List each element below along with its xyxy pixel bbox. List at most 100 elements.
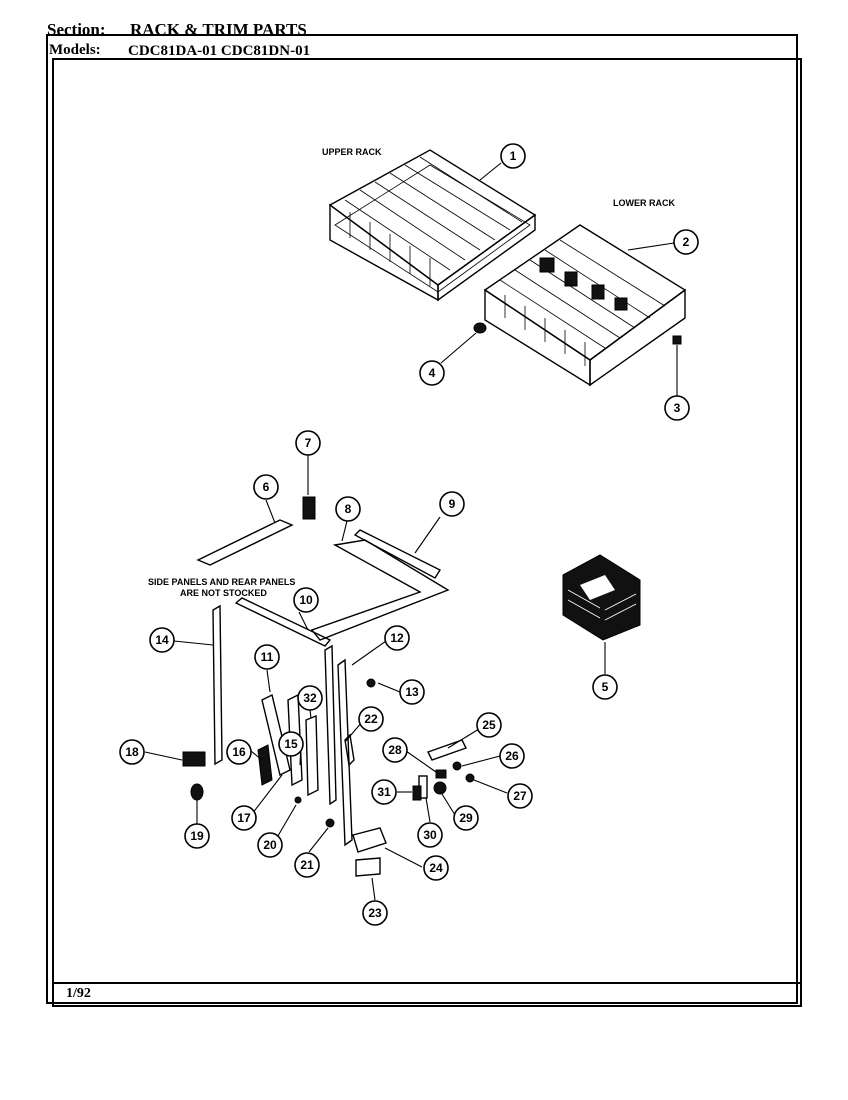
callout-21: 21 bbox=[294, 852, 320, 878]
top-panel-8 bbox=[310, 539, 450, 641]
center-strip bbox=[324, 644, 337, 806]
svg-text:3: 3 bbox=[674, 401, 681, 415]
rack-stop-3 bbox=[672, 335, 682, 345]
lower-rack: LOWER RACK bbox=[483, 198, 687, 387]
svg-text:28: 28 bbox=[388, 743, 402, 757]
screw-13 bbox=[366, 678, 376, 688]
part-26 bbox=[452, 761, 462, 771]
part-23 bbox=[355, 857, 381, 877]
panel-16 bbox=[257, 744, 273, 786]
svg-text:13: 13 bbox=[405, 685, 419, 699]
callout-17: 17 bbox=[231, 805, 257, 831]
callout-32: 32 bbox=[297, 685, 323, 711]
silverware-basket bbox=[562, 554, 641, 641]
foot-19 bbox=[190, 783, 204, 801]
panel-32 bbox=[305, 714, 319, 797]
svg-text:7: 7 bbox=[305, 436, 312, 450]
callout-26: 26 bbox=[499, 743, 525, 769]
svg-text:11: 11 bbox=[261, 650, 274, 664]
svg-text:16: 16 bbox=[232, 745, 246, 759]
svg-text:4: 4 bbox=[429, 366, 436, 380]
svg-text:30: 30 bbox=[423, 828, 437, 842]
svg-text:12: 12 bbox=[390, 631, 404, 645]
models-label: Models: bbox=[49, 42, 101, 58]
callout-3: 3 bbox=[664, 395, 690, 421]
callout-30: 30 bbox=[417, 822, 443, 848]
svg-text:25: 25 bbox=[482, 718, 496, 732]
callout-23: 23 bbox=[362, 900, 388, 926]
svg-text:8: 8 bbox=[345, 502, 352, 516]
part-31 bbox=[412, 785, 422, 801]
trim-strip-9 bbox=[353, 529, 442, 579]
callout-28: 28 bbox=[382, 737, 408, 763]
svg-text:18: 18 bbox=[125, 745, 139, 759]
callout-1: 1 bbox=[500, 143, 526, 169]
diagram-frame bbox=[52, 58, 802, 1007]
callout-24: 24 bbox=[423, 855, 449, 881]
callout-22: 22 bbox=[358, 706, 384, 732]
callout-20: 20 bbox=[257, 832, 283, 858]
callout-25: 25 bbox=[476, 712, 502, 738]
callout-16: 16 bbox=[226, 739, 252, 765]
top-strip-10 bbox=[234, 597, 332, 647]
callout-4: 4 bbox=[419, 360, 445, 386]
svg-text:6: 6 bbox=[263, 480, 270, 494]
hinge-22 bbox=[344, 733, 355, 767]
svg-text:27: 27 bbox=[513, 789, 527, 803]
screw-21 bbox=[325, 818, 335, 828]
callout-10: 10 bbox=[293, 587, 319, 613]
callout-2: 2 bbox=[673, 229, 699, 255]
svg-text:5: 5 bbox=[602, 680, 609, 694]
toe-panel-17 bbox=[261, 693, 291, 777]
svg-text:23: 23 bbox=[368, 906, 382, 920]
svg-text:26: 26 bbox=[505, 749, 519, 763]
svg-text:29: 29 bbox=[459, 811, 473, 825]
svg-text:15: 15 bbox=[284, 737, 298, 751]
callout-8: 8 bbox=[335, 496, 361, 522]
top-trim-6 bbox=[196, 519, 294, 566]
svg-text:14: 14 bbox=[155, 633, 169, 647]
revision-date: 1/92 bbox=[66, 986, 91, 1001]
page-frame bbox=[46, 34, 798, 1004]
latch-7 bbox=[302, 496, 316, 520]
callout-5: 5 bbox=[592, 674, 618, 700]
svg-text:21: 21 bbox=[300, 858, 314, 872]
callout-27: 27 bbox=[507, 783, 533, 809]
svg-text:19: 19 bbox=[190, 829, 204, 843]
svg-text:31: 31 bbox=[377, 785, 391, 799]
svg-text:20: 20 bbox=[263, 838, 277, 852]
callout-11: 11 bbox=[254, 644, 280, 670]
callout-13: 13 bbox=[399, 679, 425, 705]
svg-text:22: 22 bbox=[364, 712, 378, 726]
footer-divider bbox=[52, 982, 802, 984]
lower-rack-label: LOWER RACK bbox=[613, 198, 675, 208]
callout-19: 19 bbox=[184, 823, 210, 849]
side-panels-note-line1: SIDE PANELS AND REAR PANELS bbox=[148, 577, 295, 587]
svg-text:9: 9 bbox=[449, 497, 456, 511]
svg-text:2: 2 bbox=[683, 235, 690, 249]
left-side-strip-14 bbox=[212, 604, 223, 766]
bracket-25 bbox=[427, 739, 467, 761]
callout-6: 6 bbox=[253, 474, 279, 500]
models-value: CDC81DA-01 CDC81DN-01 bbox=[128, 43, 311, 59]
rack-roller-4 bbox=[473, 322, 487, 334]
part-29 bbox=[433, 781, 447, 795]
plate-24 bbox=[352, 827, 387, 853]
part-27 bbox=[465, 773, 475, 783]
screw-20 bbox=[294, 796, 302, 804]
svg-text:17: 17 bbox=[237, 811, 251, 825]
leader-lines bbox=[144, 162, 678, 901]
bracket-18 bbox=[182, 751, 206, 767]
part-28 bbox=[435, 769, 447, 779]
callout-15: 15 bbox=[278, 731, 304, 757]
callout-14: 14 bbox=[149, 627, 175, 653]
callout-9: 9 bbox=[439, 491, 465, 517]
svg-text:32: 32 bbox=[303, 691, 317, 705]
svg-text:10: 10 bbox=[299, 593, 313, 607]
upper-rack-label: UPPER RACK bbox=[322, 147, 382, 157]
callout-18: 18 bbox=[119, 739, 145, 765]
side-panels-note-line2: ARE NOT STOCKED bbox=[180, 588, 267, 598]
right-side-strip-12 bbox=[337, 658, 353, 847]
svg-text:24: 24 bbox=[429, 861, 443, 875]
